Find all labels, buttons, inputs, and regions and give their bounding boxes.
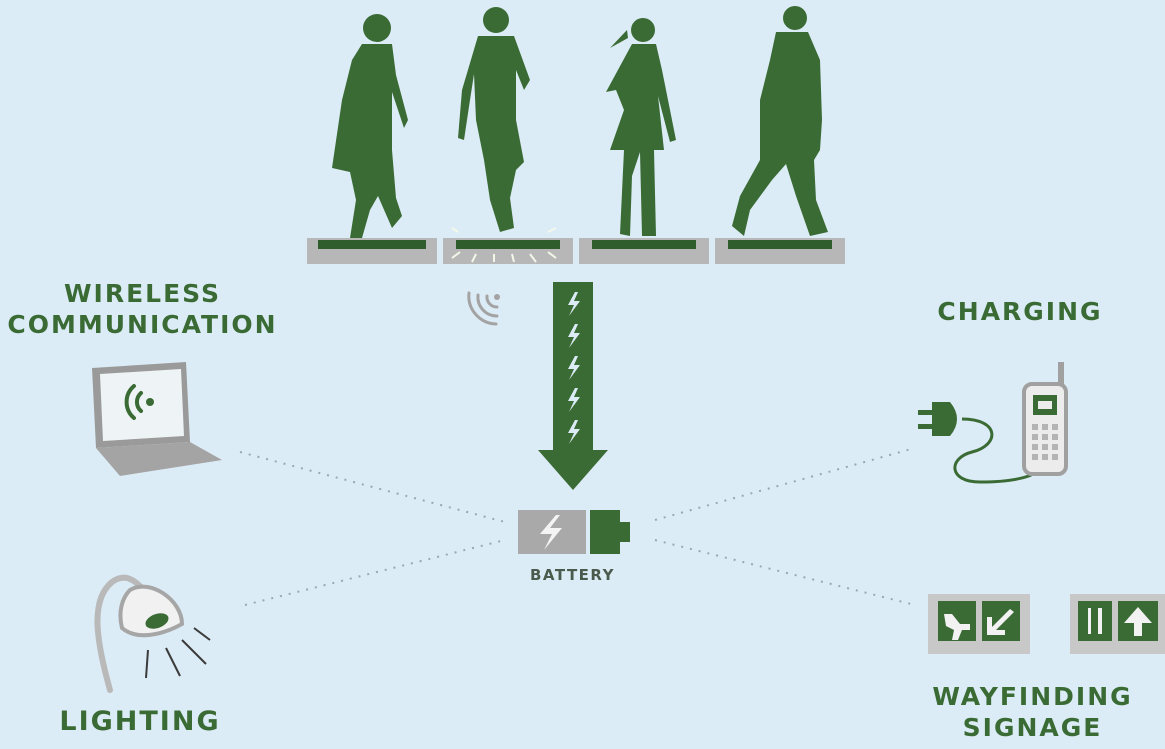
battery-label: BATTERY — [529, 566, 616, 584]
signal-waves-icon — [467, 291, 500, 326]
arrow-sign-icon — [1118, 601, 1158, 641]
lighting-label: LIGHTING — [59, 706, 221, 737]
wayfinding-signage-label: WAYFINDING SIGNAGE — [900, 681, 1165, 744]
battery-icon — [518, 510, 630, 554]
wifi-icon — [124, 384, 154, 420]
plug-icon — [918, 402, 1041, 484]
lamp-icon — [94, 574, 211, 693]
connector-wayfinding — [654, 539, 916, 606]
connector-wireless — [239, 451, 506, 523]
floor-tiles — [307, 227, 845, 264]
floor-tile-icon — [579, 238, 709, 264]
connector-lighting — [244, 539, 506, 606]
wayfinding-label-line2: SIGNAGE — [962, 713, 1103, 743]
wireless-label-line1: WIRELESS — [63, 279, 222, 308]
person-icon — [332, 14, 408, 238]
charging-label: CHARGING — [937, 297, 1103, 326]
laptop-icon — [92, 362, 222, 476]
person-icon — [458, 7, 530, 232]
phone-icon — [1022, 362, 1068, 476]
floor-tile-icon — [307, 238, 437, 264]
connector-charging — [654, 447, 916, 521]
wireless-label-line2: COMMUNICATION — [7, 310, 278, 340]
arrow-sign-icon — [982, 601, 1020, 641]
restaurant-sign-icon — [1078, 601, 1112, 641]
floor-tile-icon — [715, 238, 845, 264]
energy-arrow-icon — [538, 282, 608, 490]
spark-lines — [451, 227, 557, 263]
connector-lines — [239, 447, 916, 606]
person-icon — [606, 18, 676, 236]
wayfinding-signs — [928, 594, 1165, 654]
airplane-sign-icon — [938, 601, 976, 641]
wayfinding-label-line1: WAYFINDING — [932, 682, 1133, 711]
floor-tile-icon — [443, 227, 573, 264]
person-icon — [732, 6, 828, 236]
wireless-communication-label: WIRELESS COMMUNICATION — [0, 278, 285, 341]
